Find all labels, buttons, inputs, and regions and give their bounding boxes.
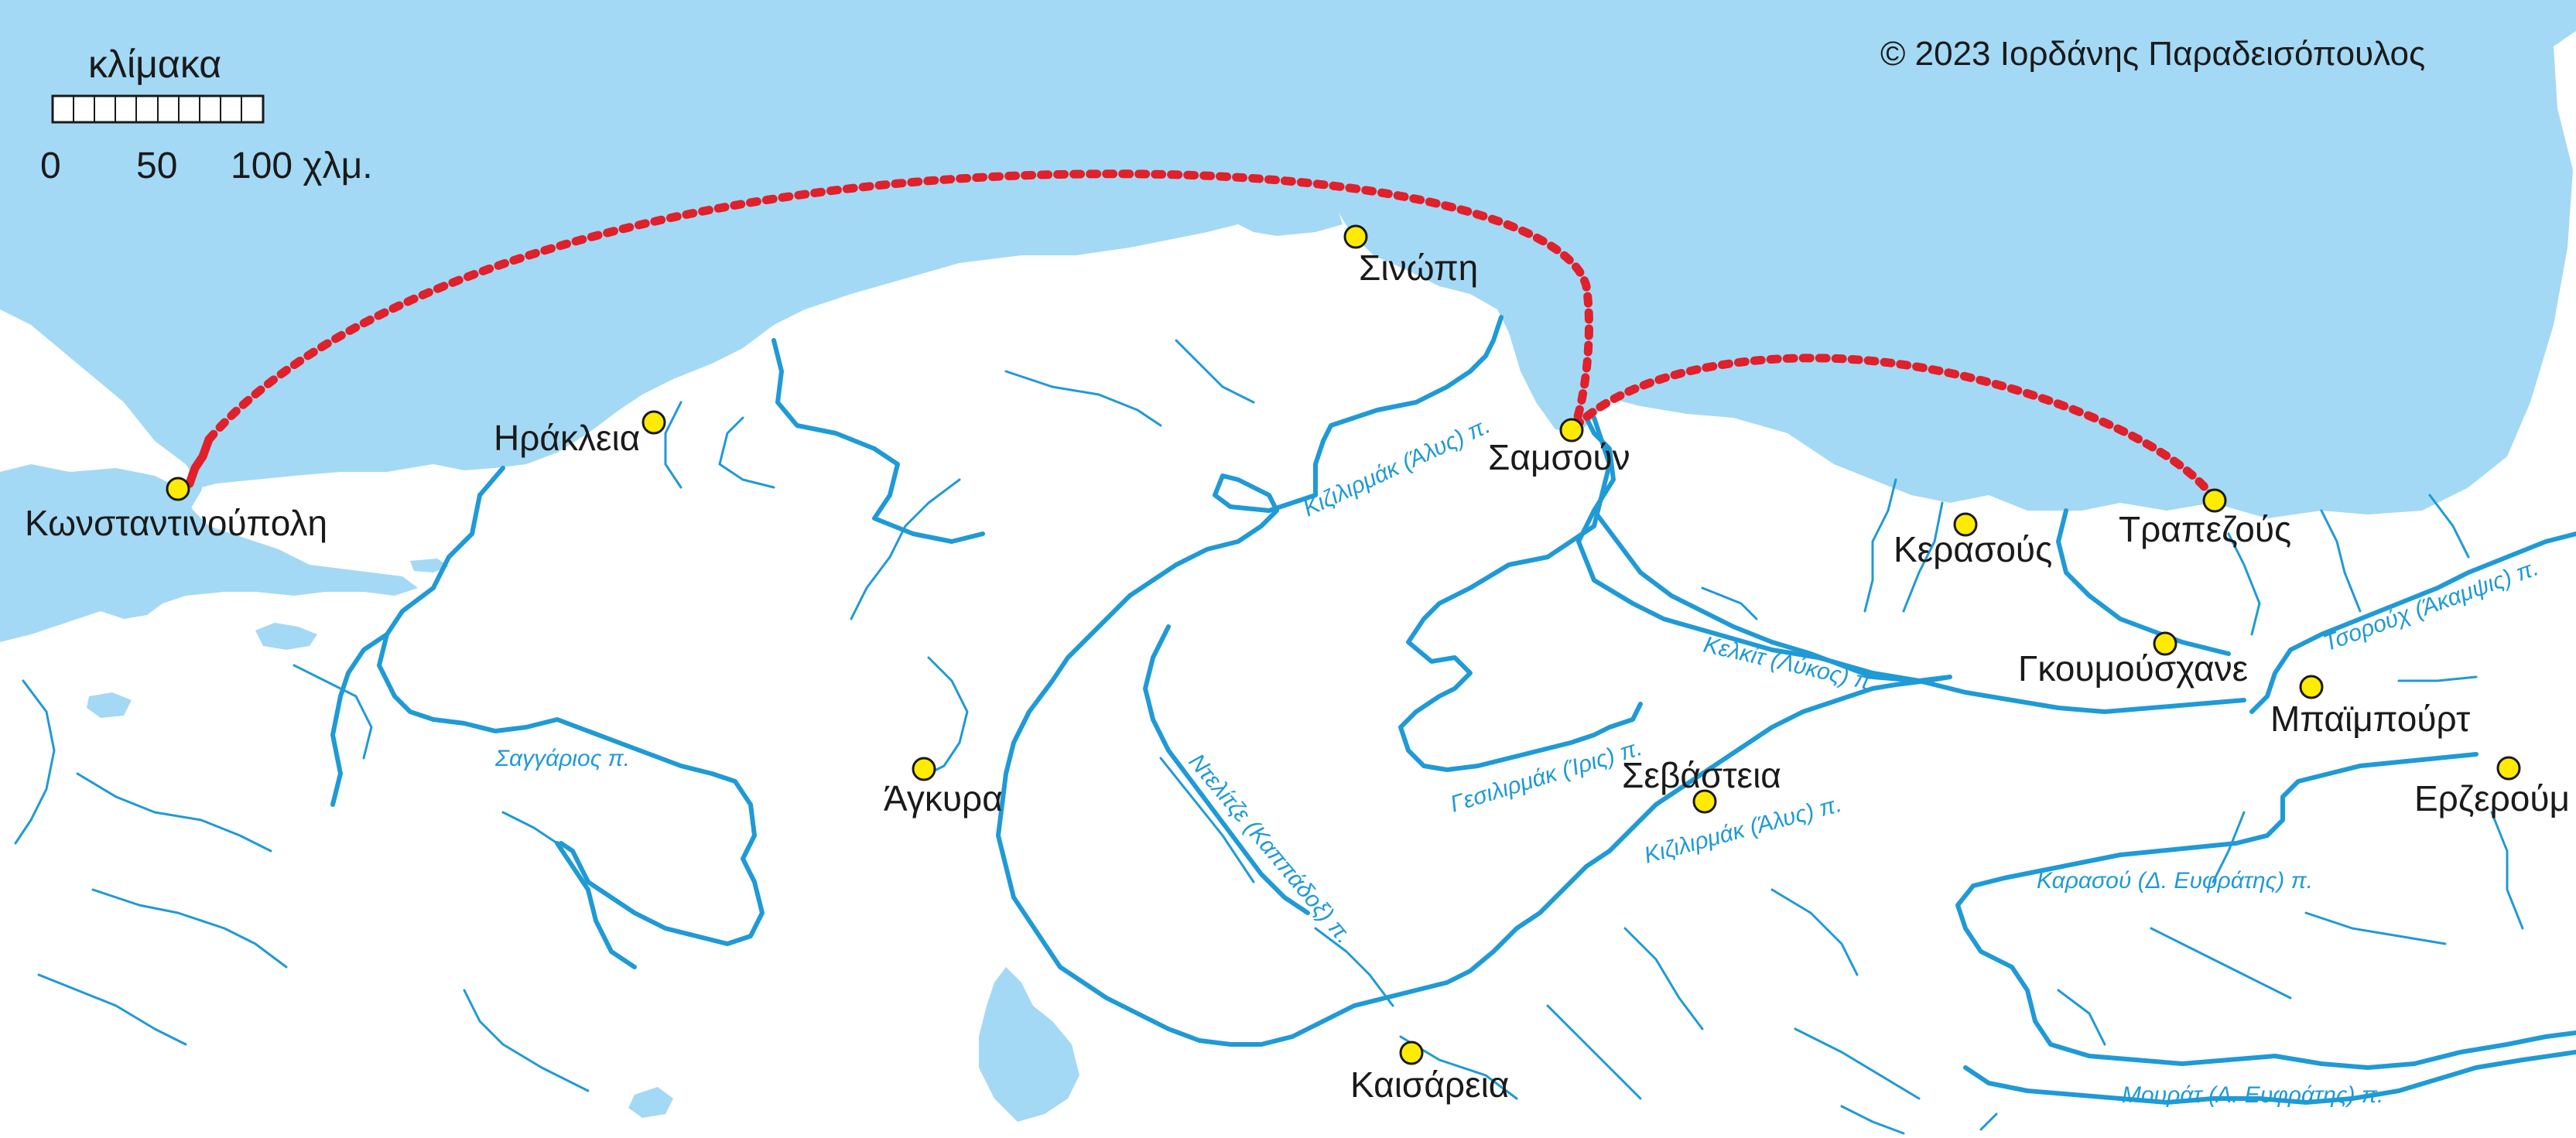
city-marker-erzeroum[interactable] [2496, 756, 2521, 781]
rivers-minor [14, 339, 2524, 1135]
river-label-saggarios: Σαγγάριος π. [494, 746, 630, 771]
river-kelkit [1592, 508, 2246, 714]
black-sea [0, 0, 2576, 518]
city-marker-kerasous[interactable] [1953, 512, 1978, 537]
river-filyos [771, 338, 985, 544]
river-label-tsoroux: Τσορούχ (Άκαμψις) π. [2320, 555, 2542, 656]
city-label-trapezous: Τραπεζούς [2119, 509, 2291, 549]
city-marker-irakleia[interactable] [641, 410, 666, 435]
rivers-major [330, 315, 2576, 1105]
river-label-kelkit: Κελκίτ (Λύκος) π. [1701, 632, 1879, 697]
scale-tick-100: 100 χλμ. [231, 145, 373, 186]
city-label-sinopi: Σινώπη [1359, 248, 1478, 288]
city-label-agkyra: Άγκυρα [884, 778, 1003, 818]
lake-iznik [255, 623, 317, 650]
city-label-konstantinoupoli: Κωνσταντινούπολη [25, 503, 327, 543]
city-marker-agkyra[interactable] [912, 757, 936, 781]
route-bosphorus-segment [185, 435, 214, 488]
river-iris [1398, 415, 1643, 772]
city-label-mpaimpourt: Μπαϊμπούρτ [2270, 699, 2470, 739]
scale-bar: κλίμακα 0 50 100 χλμ. [40, 43, 373, 186]
river-label-kizilirmak-south: Κιζιλιρμάκ (Άλυς) π. [1641, 791, 1844, 869]
route-samsoun-trapezous [1570, 354, 2219, 504]
lake-ulubat [87, 692, 132, 718]
city-markers [166, 224, 2521, 1065]
river-saggarios [377, 466, 765, 946]
lake-tuz [979, 967, 1079, 1122]
route-konst-samsoun [204, 169, 1593, 444]
lake-sapanca [410, 559, 449, 572]
city-marker-kaisareia[interactable] [1399, 1041, 1424, 1065]
river-south-trib [555, 841, 637, 969]
city-marker-sevasteia[interactable] [1692, 789, 1717, 814]
scale-tick-50: 50 [136, 145, 177, 186]
scale-tick-0: 0 [40, 145, 61, 186]
river-label-mourat: Μουράτ (Α. Ευφράτης) π. [2122, 1082, 2383, 1108]
lake-small-south [628, 1087, 673, 1118]
city-labels: Κωνσταντινούπολη Ηράκλεια Σινώπη Σαμσούν… [25, 248, 2570, 1105]
route [185, 169, 2219, 504]
city-marker-mpaimpourt[interactable] [2299, 675, 2324, 699]
river-ntelitze [1143, 624, 1310, 915]
city-marker-gkoumousxane[interactable] [2153, 631, 2177, 656]
scale-title: κλίμακα [88, 43, 221, 86]
river-kizilirmak [996, 315, 1952, 1047]
city-label-kaisareia: Καισάρεια [1350, 1065, 1509, 1105]
city-label-irakleia: Ηράκλεια [494, 418, 640, 458]
city-label-samsoun: Σαμσούν [1488, 437, 1630, 477]
city-label-erzeroum: Ερζερούμ [2414, 778, 2570, 818]
river-nw-sakarya-trib [330, 632, 389, 807]
river-degirmendere [2056, 508, 2231, 656]
city-marker-sinopi[interactable] [1343, 224, 1368, 249]
river-label-ntelitze: Ντελίτζε (Καππάδοξ) π. [1184, 749, 1357, 948]
sea-of-marmara [0, 464, 418, 642]
city-label-kerasous: Κερασούς [1894, 529, 2052, 569]
city-marker-konstantinoupoli[interactable] [166, 477, 190, 501]
river-karasou [1955, 752, 2576, 1070]
river-mourat [1963, 1050, 2576, 1105]
city-label-gkoumousxane: Γκουμούσχανε [2018, 648, 2248, 689]
river-label-karasou: Καρασού (Δ. Ευφράτης) π. [2037, 868, 2313, 894]
scale-ticks [73, 96, 242, 122]
copyright-notice: © 2023 Ιορδάνης Παραδεισόπουλος [1880, 35, 2425, 73]
city-marker-samsoun[interactable] [1559, 418, 1584, 443]
city-marker-trapezous[interactable] [2202, 488, 2227, 513]
city-label-sevasteia: Σεβάστεια [1622, 755, 1781, 795]
river-tsoroux [2249, 531, 2576, 714]
